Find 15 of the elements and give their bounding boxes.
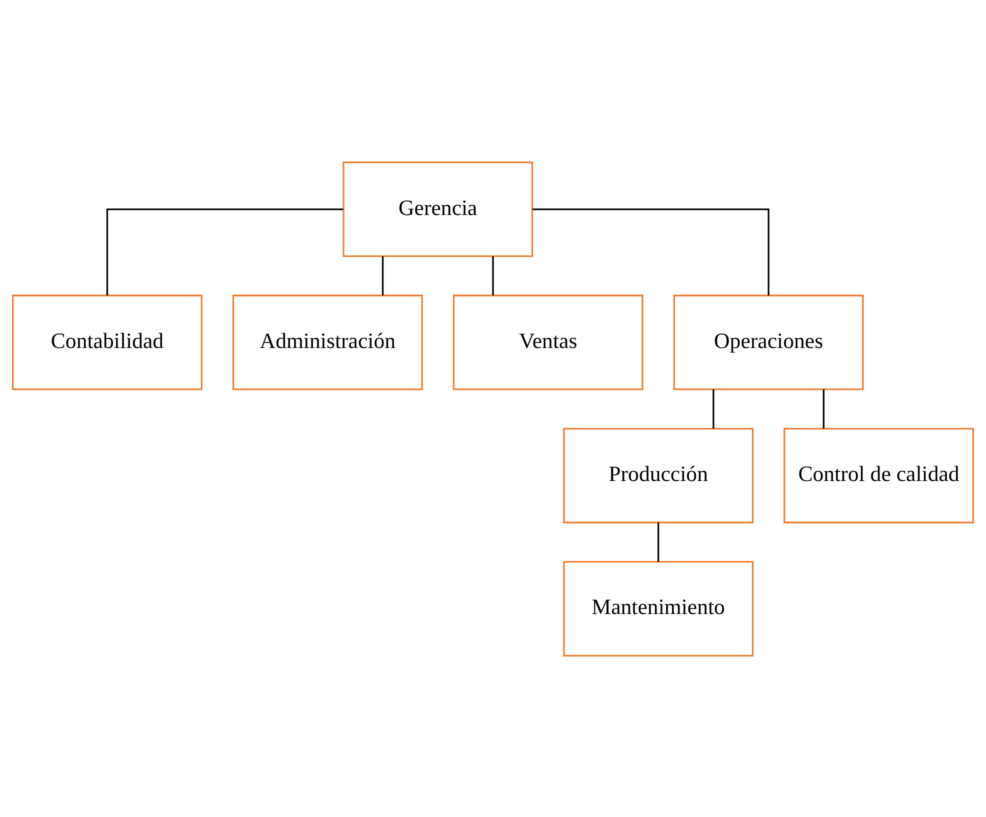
node-box: Gerencia <box>342 161 534 257</box>
node-box: Mantenimiento <box>563 560 754 656</box>
connector <box>382 256 384 295</box>
connector <box>532 208 770 295</box>
node-box: Operaciones <box>673 294 864 390</box>
connector <box>106 208 344 295</box>
connector <box>712 388 714 428</box>
connector <box>658 522 660 562</box>
node-box: Producción <box>563 427 754 523</box>
node-box: Administración <box>232 294 423 390</box>
node-box: Control de calidad <box>784 427 974 523</box>
connector <box>822 388 824 428</box>
node-box: Ventas <box>452 294 644 390</box>
node-box: Contabilidad <box>12 294 202 390</box>
connector <box>492 256 494 295</box>
